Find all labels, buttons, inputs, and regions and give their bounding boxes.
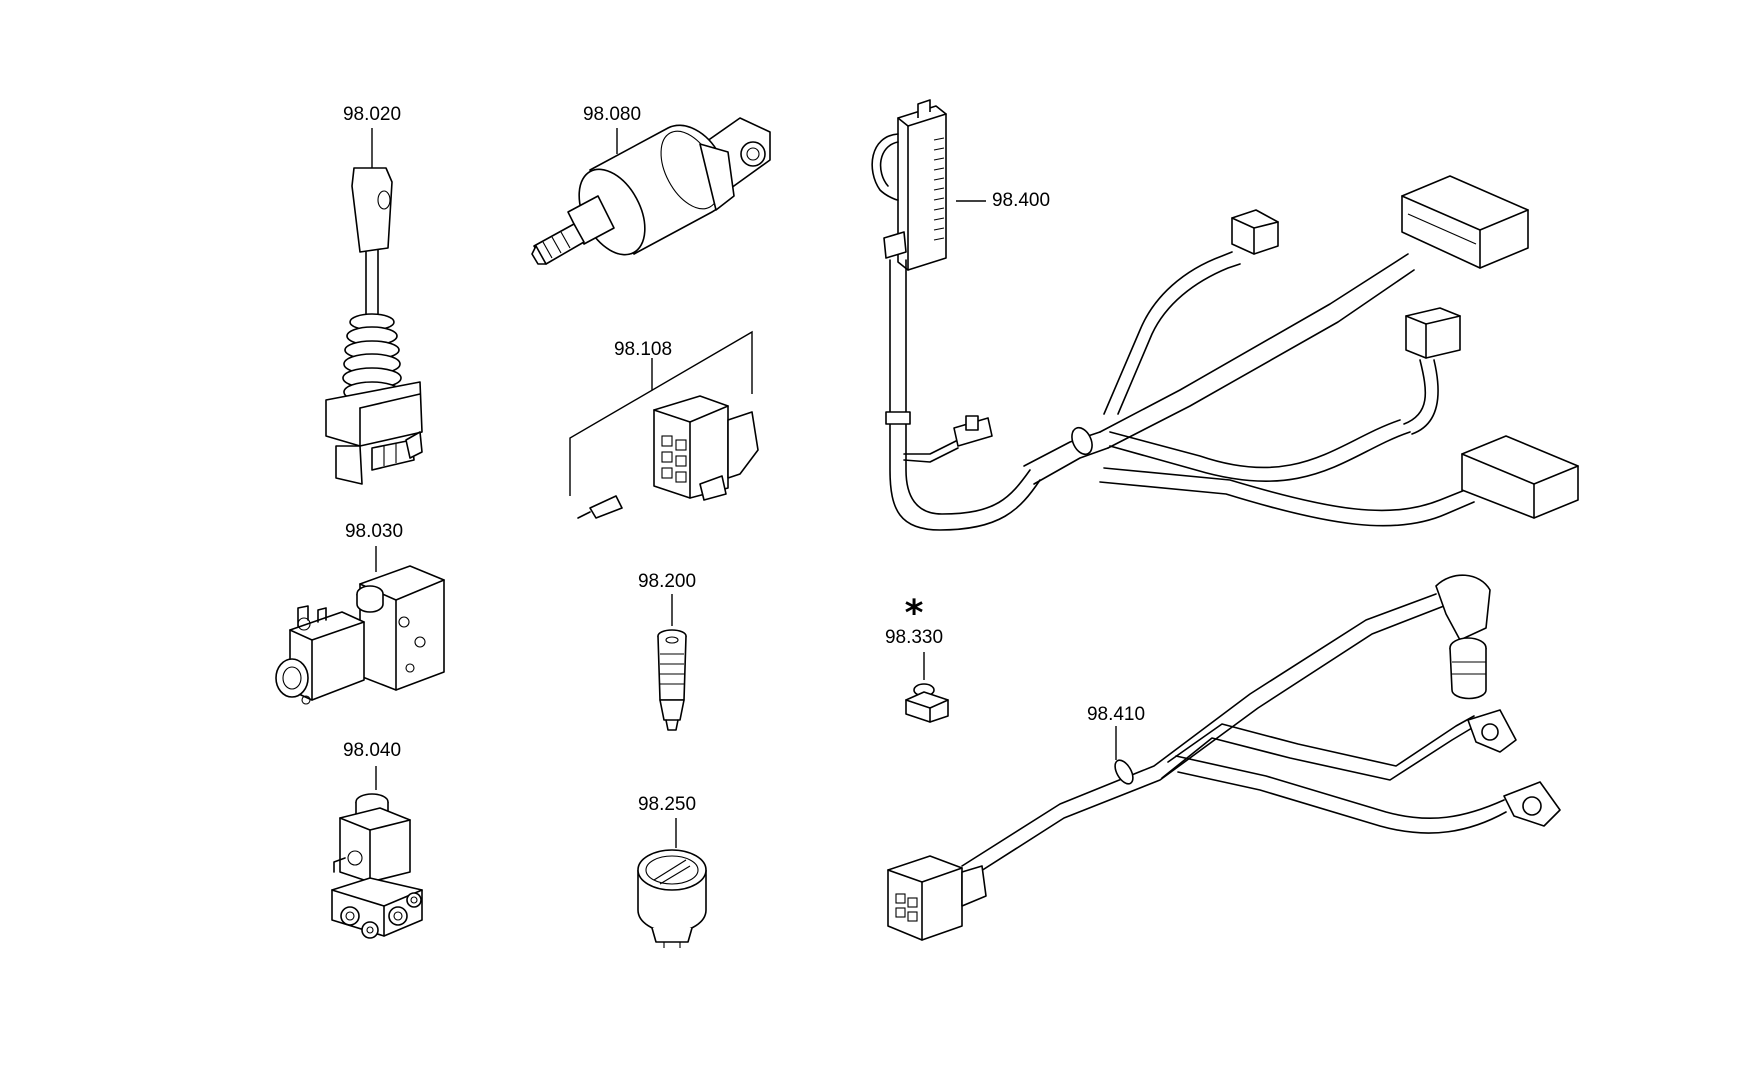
part-98200-sensor[interactable]	[657, 594, 687, 731]
label-98020: 98.020	[342, 104, 402, 125]
part-98410-harness[interactable]	[887, 574, 1561, 941]
label-98200: 98.200	[637, 571, 697, 592]
asterisk-mark: *	[904, 593, 924, 634]
label-98410: 98.410	[1086, 704, 1146, 725]
part-98040-valve[interactable]	[331, 766, 423, 939]
label-98108: 98.108	[613, 339, 673, 360]
label-98250: 98.250	[637, 794, 697, 815]
label-98080: 98.080	[582, 104, 642, 125]
part-98250-gauge[interactable]	[637, 818, 707, 948]
part-98330-switch[interactable]	[905, 652, 949, 723]
label-98030: 98.030	[344, 521, 404, 542]
part-98400-harness[interactable]	[871, 99, 1579, 531]
label-98040: 98.040	[342, 740, 402, 761]
part-98080-actuator[interactable]	[531, 117, 771, 266]
part-98030-valve[interactable]	[275, 546, 445, 705]
part-98020-joystick[interactable]	[325, 128, 423, 485]
part-98108-connector[interactable]	[569, 330, 759, 519]
label-98330: 98.330	[884, 627, 944, 648]
label-98400: 98.400	[991, 190, 1051, 211]
